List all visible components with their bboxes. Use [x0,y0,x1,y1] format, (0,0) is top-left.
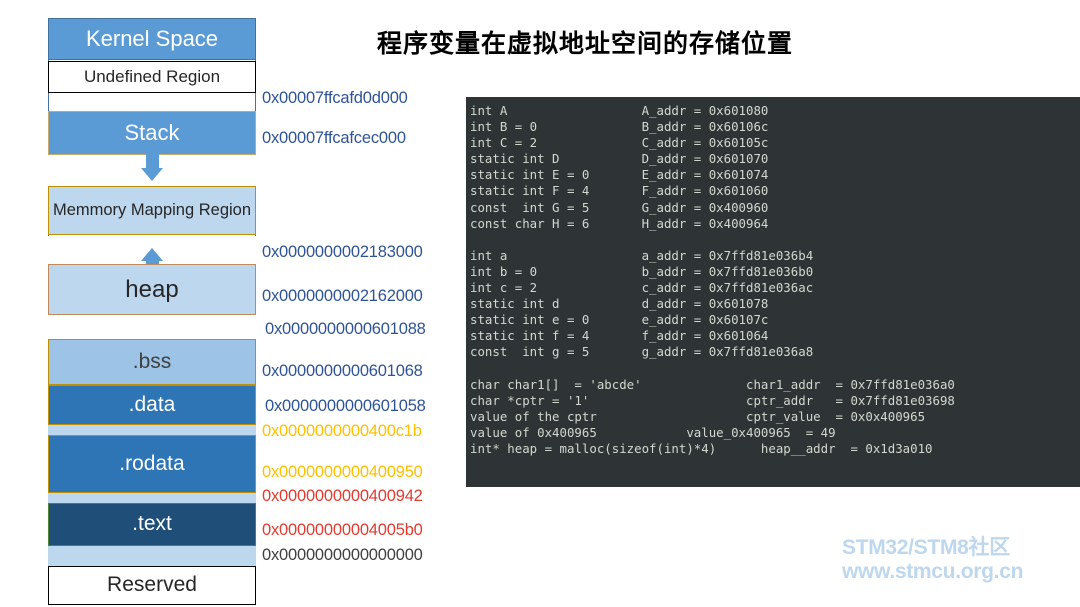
code-line: char *cptr = '1' cptr_addr = 0x7ffd81e03… [470,392,955,408]
watermark: STM32/STM8社区 www.stmcu.org.cn [842,536,1023,584]
mem-block-reserved: Reserved [48,566,256,605]
mem-block-gap-text-reserved [48,546,256,566]
watermark-line-1: STM32/STM8社区 [842,536,1010,559]
code-line: int C = 2 C_addr = 0x60105c [470,135,769,151]
address-label-text-bottom: 0x00000000004005b0 [262,521,423,539]
code-line: int c = 2 c_addr = 0x7ffd81e036ac [470,280,814,296]
code-line: static int D D_addr = 0x601070 [470,151,769,167]
mem-label-heap: heap [125,275,179,303]
address-label-text-top: 0x0000000000400942 [262,487,423,505]
mem-label-reserved: Reserved [107,573,197,597]
code-line: char char1[] = 'abcde' char1_addr = 0x7f… [470,376,955,392]
page-title: 程序变量在虚拟地址空间的存储位置 [376,30,793,58]
stack-grow-arrow-shaft [146,150,159,170]
mem-label-memory-mapping-region: Memmory Mapping Region [52,200,252,219]
code-line: int B = 0 B_addr = 0x60106c [470,119,769,135]
code-line: static int d d_addr = 0x601078 [470,296,769,312]
code-line: const char H = 6 H_addr = 0x400964 [470,215,769,231]
mem-block-heap: heap [48,264,256,315]
mem-block-gap-heap-bss [48,315,256,339]
code-line: static int E = 0 E_addr = 0x601074 [470,167,769,183]
code-line: int* heap = malloc(sizeof(int)*4) heap__… [470,440,933,456]
mem-block-bss: .bss [48,339,256,385]
mem-block-rodata: .rodata [48,435,256,493]
mem-block-data: .data [48,385,256,425]
mem-block-gap-rodata-text [48,493,256,503]
mem-label-kernel-space: Kernel Space [85,26,219,52]
address-label-rodata-bottom: 0x0000000000400950 [262,463,423,481]
code-line-blank [470,232,1080,248]
mem-label-undefined-region: Undefined Region [83,66,221,86]
mem-label-rodata: .rodata [119,451,185,475]
code-line: static int e = 0 e_addr = 0x60107c [470,312,769,328]
mem-block-gap-data-rodata [48,425,256,435]
code-line: const int G = 5 G_addr = 0x400960 [470,199,769,215]
mem-block-text: .text [48,503,256,546]
address-label-heap-bottom: 0x0000000002162000 [262,287,423,305]
address-label-bss-bottom: 0x0000000000601068 [262,362,423,380]
stack-grow-arrow-head [141,168,163,181]
code-line: int b = 0 b_addr = 0x7ffd81e036b0 [470,263,814,279]
mem-block-memory-mapping-region: Memmory Mapping Region [48,186,256,235]
code-line: static int F = 4 F_addr = 0x601060 [470,183,769,199]
watermark-line-2: www.stmcu.org.cn [842,560,1024,583]
code-line: value of the cptr cptr_value = 0x0x40096… [470,408,926,424]
code-line: int A A_addr = 0x601080 [470,103,769,118]
code-line: const int g = 5 g_addr = 0x7ffd81e036a8 [470,344,814,360]
address-label-zero: 0x0000000000000000 [262,546,423,564]
code-line: value of 0x400965 value_0x400965 = 49 [470,424,836,440]
mem-label-text: .text [132,512,172,536]
heap-grow-arrow-head [141,248,163,261]
mem-block-kernel-space: Kernel Space [48,18,256,60]
mem-block-stack: Stack [48,111,256,155]
mem-label-stack: Stack [124,120,180,146]
code-line: int a a_addr = 0x7ffd81e036b4 [470,247,814,263]
address-label-stack-top: 0x00007ffcafd0d000 [262,89,408,107]
address-label-bss-top: 0x0000000000601088 [265,320,426,338]
address-label-data-bottom: 0x0000000000601058 [265,397,426,415]
code-output-panel: int A A_addr = 0x601080 int B = 0 B_addr… [466,97,1080,487]
mem-label-data: .data [128,392,176,416]
code-line-blank [470,361,1080,377]
mem-label-bss: .bss [132,349,172,373]
address-label-heap-top: 0x0000000002183000 [262,243,423,261]
mem-block-undefined-region: Undefined Region [48,61,256,93]
code-line: static int f = 4 f_addr = 0x601064 [470,328,769,344]
memory-layout-diagram: Kernel Space Undefined Region Stack Memm… [48,18,256,605]
address-label-rodata-top: 0x0000000000400c1b [262,422,422,440]
address-label-stack-bottom: 0x00007ffcafcec000 [262,129,406,147]
